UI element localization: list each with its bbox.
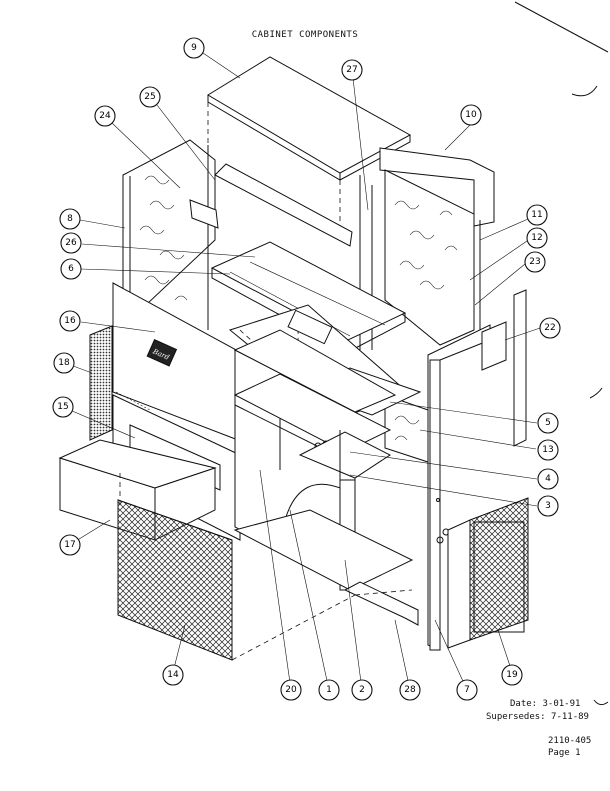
- callout-18: 18: [53, 352, 75, 374]
- control-box: [287, 309, 333, 345]
- rail-23: [513, 289, 527, 447]
- callout-3: 3: [537, 495, 559, 517]
- svg-text:25: 25: [144, 92, 155, 102]
- svg-text:28: 28: [404, 685, 416, 695]
- corner-mark: [589, 387, 603, 399]
- rear-right-panel: [384, 169, 475, 346]
- callout-1: 1: [318, 679, 340, 701]
- callout-9: 9: [183, 37, 205, 59]
- callout-23: 23: [524, 251, 546, 273]
- callout-10: 10: [460, 104, 482, 126]
- callout-20: 20: [280, 679, 302, 701]
- callout-14: 14: [162, 664, 184, 686]
- callout-6: 6: [60, 258, 82, 280]
- callout-5: 5: [537, 412, 559, 434]
- page-title: CABINET COMPONENTS: [251, 30, 359, 40]
- svg-text:10: 10: [465, 110, 477, 120]
- callout-11: 11: [526, 204, 548, 226]
- svg-text:7: 7: [464, 685, 470, 695]
- insulation-pattern: [394, 200, 458, 290]
- callout-25: 25: [139, 86, 161, 108]
- divider-4: [233, 373, 392, 453]
- svg-text:20: 20: [285, 685, 297, 695]
- callout-13: 13: [537, 439, 559, 461]
- document-number: 2110-405: [548, 736, 592, 746]
- insulation-pattern: [139, 175, 188, 301]
- bracket-22: [481, 321, 507, 371]
- page-number: Page 1: [548, 748, 581, 758]
- left-side-panel: [122, 139, 216, 321]
- callout-8: 8: [59, 208, 81, 230]
- svg-text:3: 3: [545, 501, 551, 511]
- callout-19: 19: [501, 664, 523, 686]
- callout-24: 24: [94, 105, 116, 127]
- corner-mark: [593, 699, 609, 706]
- callout-22: 22: [539, 317, 561, 339]
- svg-text:13: 13: [542, 445, 553, 455]
- callout-17: 17: [59, 534, 81, 556]
- svg-text:8: 8: [67, 214, 73, 224]
- svg-text:11: 11: [531, 210, 542, 220]
- svg-text:4: 4: [545, 474, 551, 484]
- corner-mark: [514, 1, 609, 53]
- callout-26: 26: [60, 232, 82, 254]
- svg-text:26: 26: [65, 238, 77, 248]
- corner-mark: [571, 85, 598, 97]
- svg-text:19: 19: [506, 670, 518, 680]
- callout-4: 4: [537, 468, 559, 490]
- svg-text:5: 5: [545, 418, 551, 428]
- revision-date: Date: 3-01-91: [510, 699, 581, 709]
- callout-27: 27: [341, 59, 363, 81]
- callout-2: 2: [351, 679, 373, 701]
- svg-text:18: 18: [58, 358, 70, 368]
- strip-25: [214, 163, 353, 247]
- right-grille: [469, 497, 529, 641]
- callout-12: 12: [526, 227, 548, 249]
- svg-text:6: 6: [68, 264, 74, 274]
- svg-text:9: 9: [191, 43, 197, 53]
- rail-28: [343, 581, 419, 626]
- side-grille-18: [89, 325, 113, 441]
- callout-16: 16: [59, 310, 81, 332]
- callout-15: 15: [52, 396, 74, 418]
- bracket-24: [189, 199, 219, 229]
- svg-text:27: 27: [346, 65, 357, 75]
- base-plate: [233, 509, 414, 591]
- svg-text:14: 14: [167, 670, 179, 680]
- svg-text:22: 22: [544, 323, 555, 333]
- callout-28: 28: [399, 679, 421, 701]
- svg-text:15: 15: [57, 402, 68, 412]
- brand-badge: Bard: [146, 339, 178, 367]
- svg-text:23: 23: [529, 257, 540, 267]
- svg-text:1: 1: [326, 685, 332, 695]
- svg-text:16: 16: [64, 316, 76, 326]
- supersedes-date: Supersedes: 7-11-89: [486, 712, 589, 722]
- svg-text:17: 17: [64, 540, 75, 550]
- svg-text:12: 12: [531, 233, 542, 243]
- shelf-3: [298, 431, 391, 479]
- svg-text:2: 2: [359, 685, 365, 695]
- svg-text:24: 24: [99, 111, 111, 121]
- rear-top-bracket: [379, 147, 495, 227]
- callout-7: 7: [456, 679, 478, 701]
